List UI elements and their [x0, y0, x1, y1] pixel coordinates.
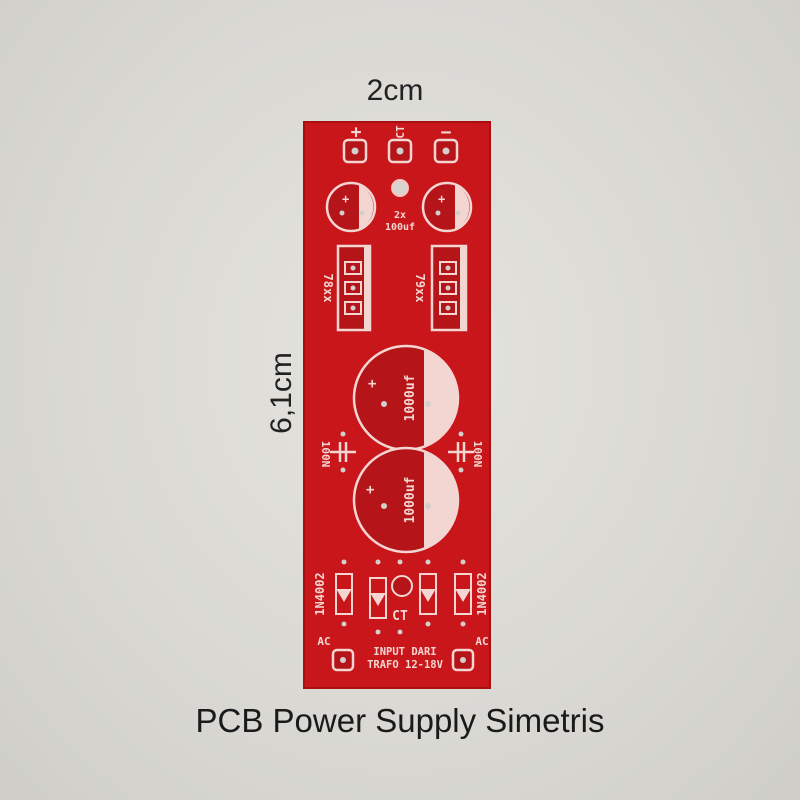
- ceramic-capacitor-left-label: 100N: [319, 441, 332, 468]
- ac-input-pads: [331, 648, 475, 672]
- photo-caption: PCB Power Supply Simetris: [195, 702, 605, 739]
- diode-right-label: 1N4002: [475, 572, 489, 615]
- minus-terminal-label: −: [441, 122, 452, 143]
- big-capacitor-bottom-label: 1000uf: [403, 477, 418, 524]
- big-capacitor-top: +: [352, 344, 460, 452]
- diode-footprints: [335, 573, 472, 619]
- input-label-line1: INPUT DARI: [373, 646, 436, 658]
- small-capacitor-value-label: 100uf: [385, 222, 415, 233]
- ac-left-label: AC: [317, 635, 330, 648]
- big-capacitor-top-label: 1000uf: [403, 375, 418, 422]
- width-dimension-label: 2cm: [366, 74, 424, 107]
- ceramic-capacitor-right: [448, 442, 474, 462]
- regulator-left-label: 78xx: [321, 274, 335, 303]
- ceramic-capacitor-left: [330, 442, 356, 462]
- svg-text:+: +: [368, 376, 376, 392]
- regulator-right-label: 79xx: [413, 274, 427, 303]
- svg-text:+: +: [438, 192, 445, 206]
- ct-terminal-label: CT: [394, 125, 407, 139]
- svg-text:+: +: [342, 192, 349, 206]
- small-capacitor-right: +: [421, 181, 473, 233]
- plus-terminal-label: +: [351, 122, 362, 143]
- ceramic-capacitor-right-label: 100N: [471, 441, 484, 468]
- svg-text:+: +: [366, 482, 374, 498]
- ct-center-label: CT: [392, 609, 408, 624]
- small-capacitor-qty-label: 2x: [394, 210, 406, 221]
- small-capacitor-left: +: [325, 181, 377, 233]
- big-capacitor-bottom: +: [352, 446, 460, 554]
- ac-right-label: AC: [475, 635, 488, 648]
- regulator-left-footprint: [336, 244, 372, 332]
- regulator-right-footprint: [430, 244, 468, 332]
- ct-pad: [391, 575, 413, 597]
- diode-left-label: 1N4002: [313, 572, 327, 615]
- input-label-line2: TRAFO 12-18V: [367, 659, 444, 671]
